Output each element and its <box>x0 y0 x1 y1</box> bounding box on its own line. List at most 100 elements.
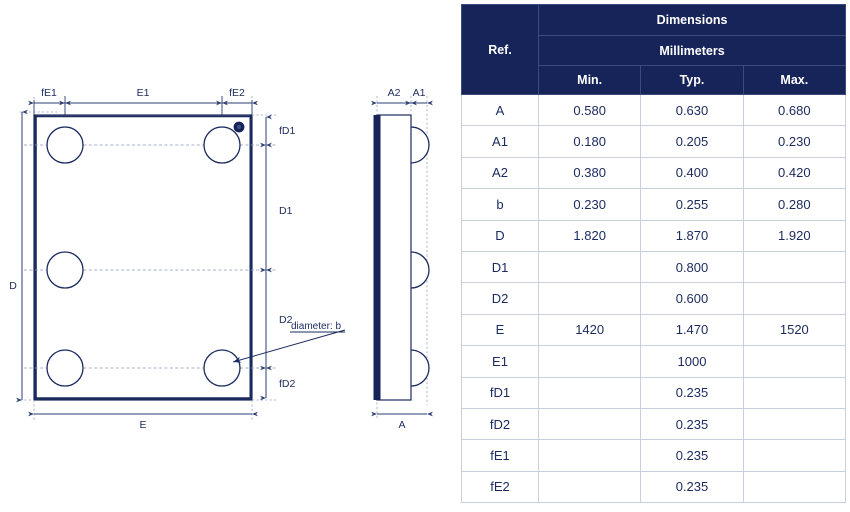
cell-max: 0.230 <box>742 125 847 158</box>
cell-max <box>742 282 847 315</box>
cell-ref: fD1 <box>461 376 539 409</box>
table-row: fD2 0.235 <box>461 407 847 441</box>
cell-typ: 0.235 <box>640 407 744 441</box>
column-header-units: Millimeters <box>538 35 846 66</box>
cell-ref: A1 <box>461 125 539 158</box>
label-diameter-callout: diameter: b <box>291 321 341 332</box>
label-A: A <box>398 419 405 431</box>
table-row: fD1 0.235 <box>461 376 847 409</box>
cell-ref: D <box>461 219 539 252</box>
cell-ref: b <box>461 188 539 221</box>
cell-ref: fD2 <box>461 407 539 441</box>
cell-ref: A <box>461 93 539 127</box>
table-header-row-minmax: Min. Typ. Max. <box>462 65 847 95</box>
dimensions-table: Ref. Dimensions Millimeters Min. Typ. Ma… <box>461 4 847 504</box>
cell-ref: A2 <box>461 156 539 190</box>
cell-min: 0.380 <box>537 156 642 190</box>
table-row: D1 0.800 <box>461 250 847 284</box>
cell-min: 0.180 <box>537 125 642 158</box>
cell-min <box>537 439 642 472</box>
lead-bump <box>410 349 430 387</box>
cell-max: 0.420 <box>742 156 847 190</box>
column-header-dimensions: Dimensions <box>538 4 846 36</box>
label-fD1: fD1 <box>279 125 296 137</box>
cell-ref: E1 <box>461 345 539 378</box>
cell-min <box>537 470 642 504</box>
label-D: D <box>9 280 17 292</box>
cell-typ: 0.205 <box>640 125 744 158</box>
cell-ref: E <box>461 313 539 347</box>
cell-ref: D2 <box>461 282 539 315</box>
cell-min: 1.820 <box>537 219 642 252</box>
cell-typ: 1000 <box>640 345 744 378</box>
cell-ref: D1 <box>461 250 539 284</box>
pad <box>46 251 84 289</box>
cell-min <box>537 345 642 378</box>
cell-typ: 0.800 <box>640 250 744 284</box>
pin-one-marker-inner-icon <box>236 124 242 130</box>
label-D2: D2 <box>279 314 293 326</box>
label-fD2: fD2 <box>279 378 296 390</box>
cell-max: 1.920 <box>742 219 847 252</box>
cell-typ: 0.235 <box>640 439 744 472</box>
side-body-dark-face <box>373 115 381 400</box>
cell-min <box>537 407 642 441</box>
diameter-leader-line <box>232 329 346 363</box>
column-header-min: Min. <box>537 65 642 95</box>
table-header-row-dimensions: Ref. Dimensions <box>461 4 846 95</box>
dimensions-table-container: Ref. Dimensions Millimeters Min. Typ. Ma… <box>461 4 847 509</box>
cell-max <box>742 439 847 472</box>
label-A1: A1 <box>413 87 426 99</box>
cell-min: 0.580 <box>537 93 642 127</box>
table-row: D2 0.600 <box>461 282 847 315</box>
pad-group <box>46 126 241 387</box>
cell-typ: 0.235 <box>640 470 744 504</box>
table-row: fE1 0.235 <box>461 439 847 472</box>
cell-min: 1420 <box>537 313 642 347</box>
cell-min <box>537 250 642 284</box>
lead-bump-group <box>410 126 430 387</box>
label-A2: A2 <box>388 87 401 99</box>
cell-typ: 0.600 <box>640 282 744 315</box>
cell-max: 0.680 <box>742 93 847 127</box>
table-row: fE2 0.235 <box>461 470 847 504</box>
cell-typ: 1.870 <box>640 219 744 252</box>
cell-min <box>537 376 642 409</box>
cell-max <box>742 345 847 378</box>
table-row: E1 1000 <box>461 345 847 378</box>
table-header-row-units: Millimeters <box>462 35 846 66</box>
cell-max <box>742 376 847 409</box>
label-E1: E1 <box>137 87 150 99</box>
cell-typ: 0.630 <box>640 93 744 127</box>
label-E: E <box>139 419 146 431</box>
lead-bump <box>410 126 430 164</box>
top-view: fE1 E1 fE2 <box>9 87 346 431</box>
cell-typ: 0.400 <box>640 156 744 190</box>
column-header-max: Max. <box>742 65 847 95</box>
cell-typ: 1.470 <box>640 313 744 347</box>
cell-min <box>537 282 642 315</box>
cell-min: 0.230 <box>537 188 642 221</box>
cell-ref: fE2 <box>461 470 539 504</box>
side-view: A2 A1 A <box>370 87 433 431</box>
pad <box>46 349 84 387</box>
label-fE2: fE2 <box>229 87 245 99</box>
pad <box>46 126 84 164</box>
side-body-outline <box>376 114 412 401</box>
cell-typ: 0.235 <box>640 376 744 409</box>
table-head: Ref. Dimensions Millimeters Min. Typ. Ma… <box>461 4 847 95</box>
pad <box>203 126 241 164</box>
cell-max <box>742 407 847 441</box>
cell-typ: 0.255 <box>640 188 744 221</box>
pad <box>203 349 241 387</box>
label-fE1: fE1 <box>41 87 57 99</box>
column-header-ref: Ref. <box>461 4 539 95</box>
cell-ref: fE1 <box>461 439 539 472</box>
